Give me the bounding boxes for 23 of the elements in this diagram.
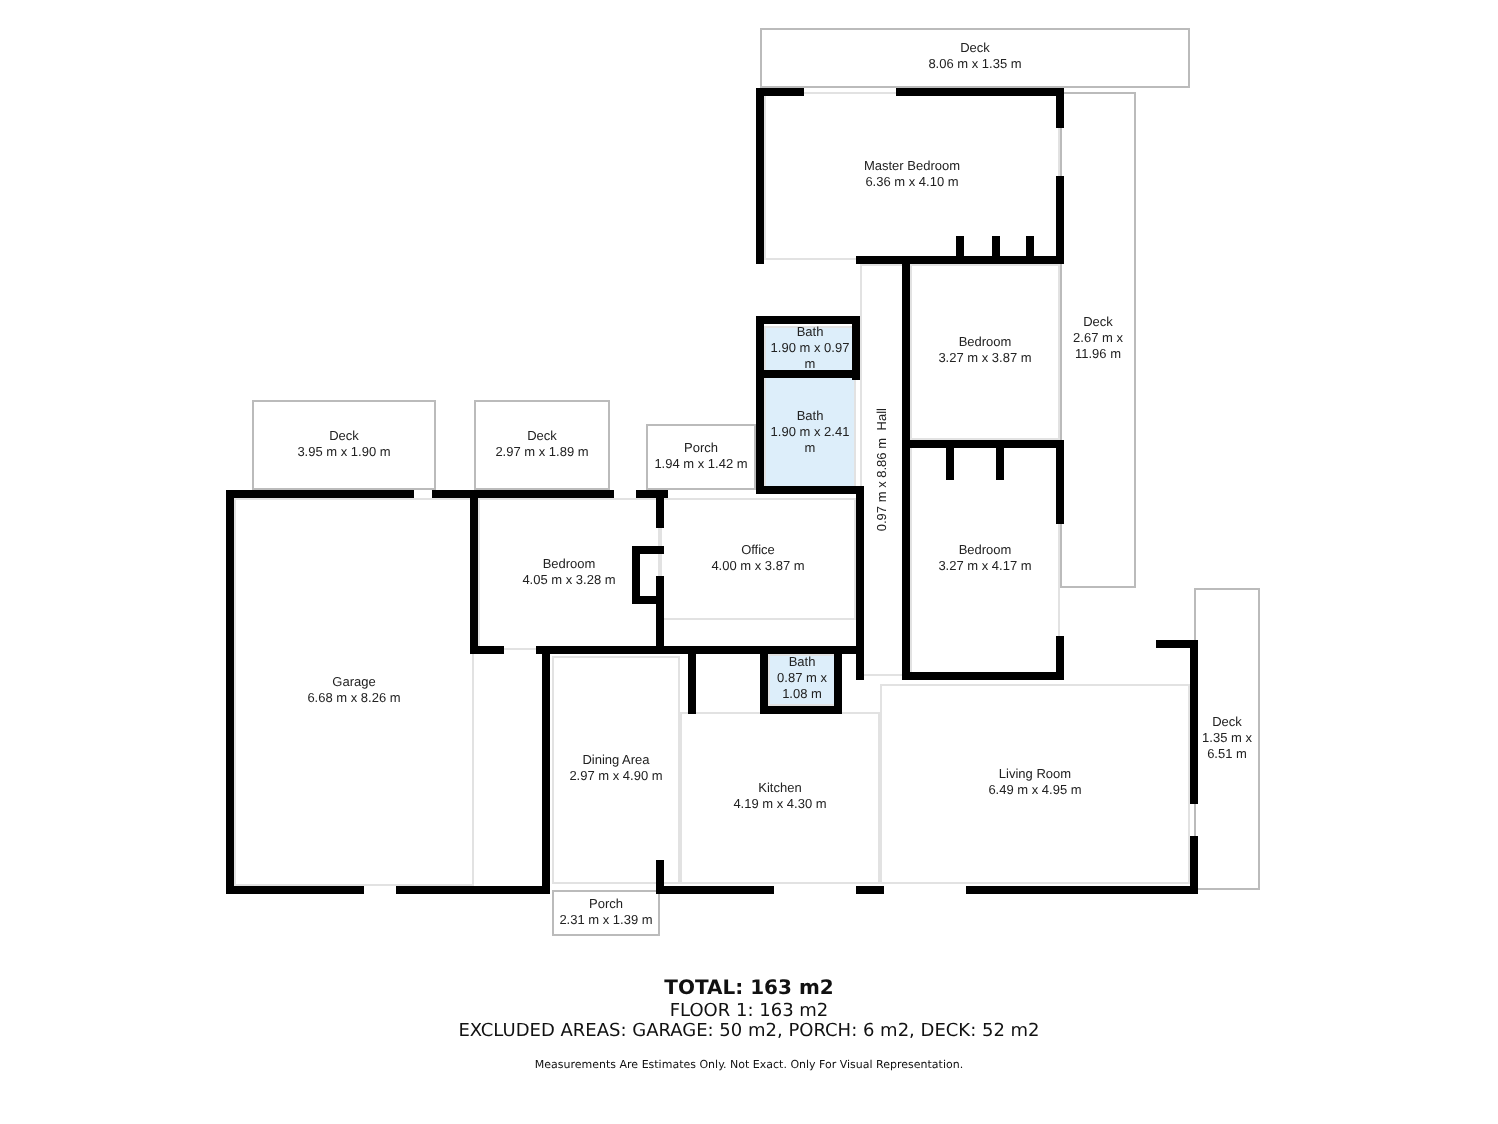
- deck-area: [252, 400, 436, 490]
- excluded-areas-note: EXCLUDED AREAS: GARAGE: 50 m2, PORCH: 6 m2, DECK: 52 m2: [458, 1022, 1040, 1042]
- deck-area: [1060, 92, 1136, 588]
- room-area: [660, 498, 856, 620]
- deck-area: [474, 400, 610, 490]
- room-area: [764, 326, 856, 372]
- total-area: TOTAL: 163 m2: [664, 978, 834, 1000]
- deck-area: [760, 28, 1190, 88]
- deck-area: [552, 890, 660, 936]
- room-area: [768, 654, 836, 706]
- room-area: [680, 712, 880, 884]
- floor-area: FLOOR 1: 163 m2: [669, 1002, 829, 1022]
- deck-area: [646, 424, 756, 490]
- room-area: [764, 376, 856, 490]
- room-area: [764, 92, 1060, 260]
- room-area: [880, 684, 1190, 884]
- room-area: [552, 656, 680, 884]
- room-area: [910, 264, 1060, 440]
- deck-area: [1194, 588, 1260, 890]
- room-area: [478, 498, 660, 650]
- room-area: [910, 444, 1060, 676]
- room-area: [234, 498, 474, 886]
- room-area: [860, 264, 906, 676]
